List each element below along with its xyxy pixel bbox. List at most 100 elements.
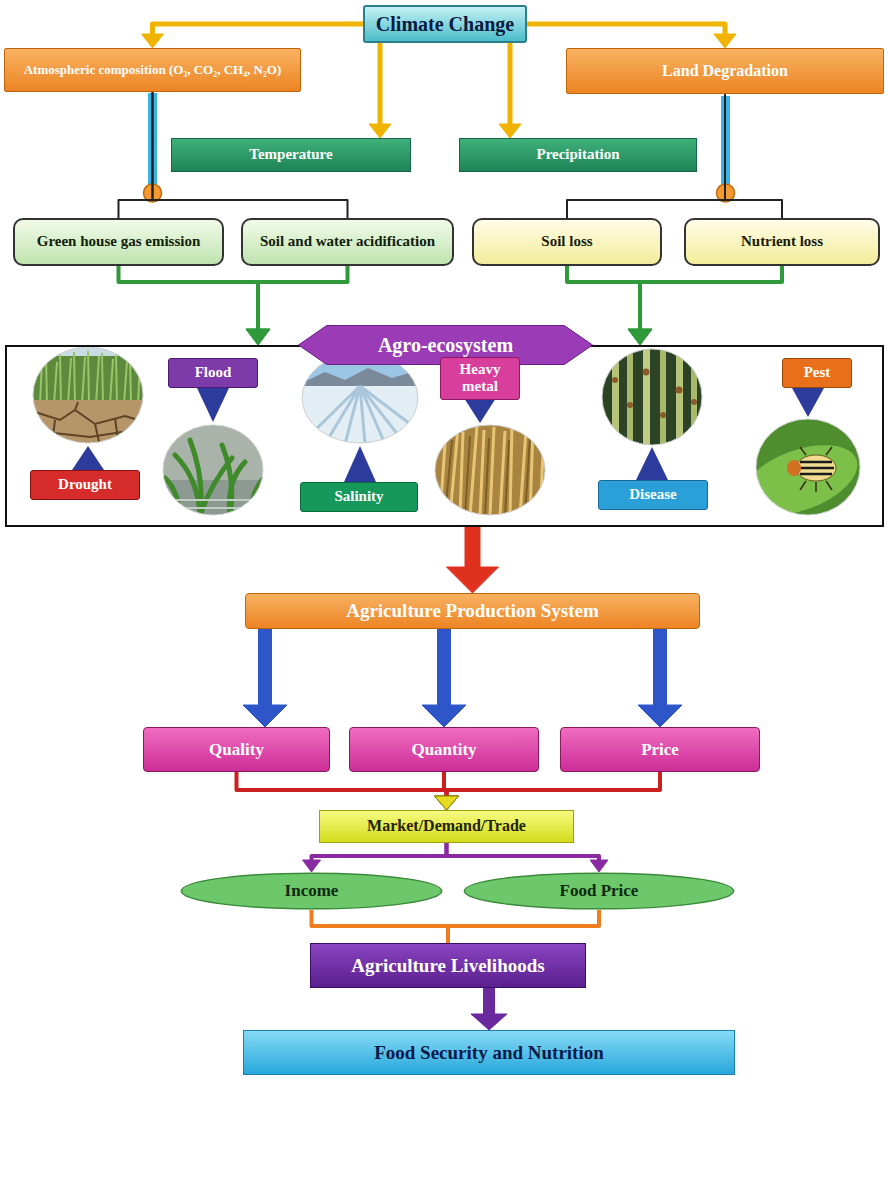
pest-photo xyxy=(796,455,836,481)
node-label: Soil loss xyxy=(541,233,592,250)
disease-photo xyxy=(600,348,705,446)
yellow-arrow xyxy=(527,24,725,35)
connector-group xyxy=(471,988,507,1030)
stress-label: Pest xyxy=(782,358,852,388)
green-arrow xyxy=(119,266,259,330)
pointer-triangle xyxy=(197,388,229,422)
red-bracket xyxy=(237,772,447,797)
agro-ecosystem-panel: Agro-ecosystemDroughtFloodSalinityHeavy … xyxy=(5,345,884,527)
result-ellipse: Food Price xyxy=(463,872,735,910)
disease-photo xyxy=(600,348,705,446)
green-arrow xyxy=(258,266,348,330)
disease-photo xyxy=(612,377,618,383)
connector-group xyxy=(142,24,364,48)
node-label: Disease xyxy=(629,486,677,503)
node-label: Atmospheric composition (O₃, CO₂, CH₄, N… xyxy=(24,63,282,78)
effect-box: Soil and water acidification xyxy=(241,218,454,266)
root-box: Climate Change xyxy=(363,5,527,43)
system-box: Agriculture Production System xyxy=(245,593,700,629)
photo-frame xyxy=(302,353,418,443)
arrow-head xyxy=(435,796,459,810)
disease-photo xyxy=(660,412,666,418)
photo-frame xyxy=(602,349,702,445)
node-label: Market/Demand/Trade xyxy=(367,817,526,835)
photo-frame xyxy=(163,425,263,515)
disease-photo xyxy=(691,399,697,405)
pointer-triangle xyxy=(72,388,824,482)
drought-photo xyxy=(35,402,145,446)
salinity-photo xyxy=(300,352,420,444)
pointer-triangle xyxy=(464,398,496,423)
flood-photo xyxy=(165,440,262,516)
node-label: Nutrient loss xyxy=(741,233,823,250)
disease-photo xyxy=(691,348,697,446)
purple-arrow xyxy=(483,988,495,1015)
green-arrow xyxy=(567,266,640,330)
node-label: Flood xyxy=(195,364,232,381)
heavy-metal-photo xyxy=(432,424,548,516)
red-arrow xyxy=(465,527,481,568)
connector-group xyxy=(725,94,782,218)
factor-box: Temperature xyxy=(171,138,411,172)
factor-box: Atmospheric composition (O₃, CO₂, CH₄, N… xyxy=(4,48,301,92)
arrow-head xyxy=(243,705,287,727)
blue-arrow xyxy=(258,629,272,706)
pointer-triangle xyxy=(72,446,104,470)
pointer-triangle xyxy=(792,388,824,417)
heavy-metal-photo xyxy=(445,436,530,516)
connector-group xyxy=(435,772,661,810)
salinity-photo xyxy=(300,368,420,386)
flood-photo xyxy=(160,424,270,520)
effect-box: Green house gas emission xyxy=(13,218,224,266)
stress-label: Heavy metal xyxy=(440,357,520,400)
arrow-head xyxy=(590,860,608,872)
disease-photo xyxy=(676,348,683,446)
disease-photo xyxy=(660,348,666,446)
disease-photo xyxy=(676,387,683,394)
pointer-triangle xyxy=(636,447,668,480)
heavy-metal-photo xyxy=(432,424,548,516)
node-label: Soil and water acidification xyxy=(260,233,435,250)
arrow-head xyxy=(422,705,466,727)
pest-photo xyxy=(787,460,801,476)
connector-group xyxy=(628,266,782,345)
connector-group xyxy=(119,266,271,345)
node-label: Food Price xyxy=(560,881,639,901)
green-arrow xyxy=(640,266,782,330)
ellipse-shape xyxy=(464,873,733,909)
bracket-line xyxy=(119,92,153,218)
yellow-arrow xyxy=(378,43,383,125)
node-label: Agro-ecosystem xyxy=(378,334,513,357)
node-label: Food Security and Nutrition xyxy=(374,1042,604,1064)
node-label: Climate Change xyxy=(376,13,514,36)
arrow-head xyxy=(471,1014,507,1030)
arrow-head xyxy=(142,34,164,48)
disease-photo xyxy=(627,402,633,408)
outcome-box: Quality xyxy=(143,727,330,772)
stress-label: Drought xyxy=(30,470,140,500)
blue-arrow xyxy=(653,629,667,706)
node-label: Temperature xyxy=(249,146,332,163)
salinity-photo xyxy=(305,386,418,444)
livelihood-box: Agriculture Livelihoods xyxy=(310,943,586,988)
node-label: Pest xyxy=(804,364,831,381)
photo-frame xyxy=(756,419,860,515)
disease-photo xyxy=(627,348,633,446)
stress-label: Disease xyxy=(598,480,708,510)
pointer-triangle xyxy=(344,446,376,482)
node-label: Quantity xyxy=(411,740,476,760)
arrow-head xyxy=(628,329,652,345)
stress-label: Flood xyxy=(168,358,258,388)
pest-photo xyxy=(800,447,832,492)
connector-group xyxy=(422,629,466,727)
arrow-head xyxy=(638,705,682,727)
connector-group xyxy=(303,843,447,872)
effect-box: Soil loss xyxy=(472,218,662,266)
connector-group xyxy=(447,843,609,872)
arrow-head xyxy=(499,124,521,138)
connector-group xyxy=(369,43,391,138)
factor-box: Land Degradation xyxy=(566,48,884,94)
ellipse-shape xyxy=(181,873,441,909)
connector-group xyxy=(237,772,459,810)
